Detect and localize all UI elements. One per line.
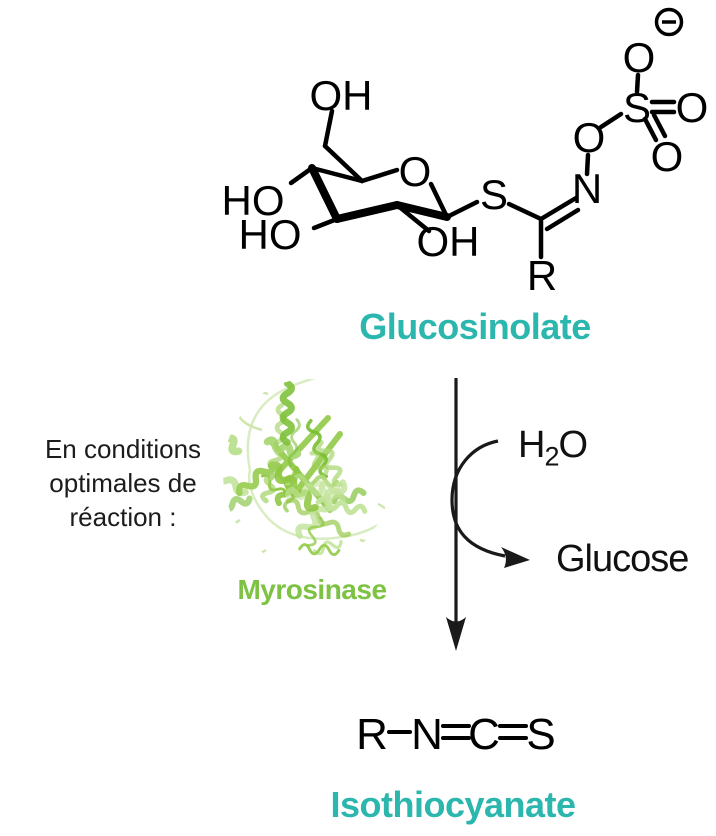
protein-ribbon-path <box>313 539 343 556</box>
atom-o-sulfate-top: O <box>623 34 656 81</box>
bond-line-bold <box>333 201 401 223</box>
myrosinase-label: Myrosinase <box>237 574 387 605</box>
protein-ribbon-path <box>223 495 253 513</box>
protein-ribbon-path <box>315 496 368 516</box>
bond-line <box>584 152 591 177</box>
bond-line <box>642 116 659 143</box>
protein-ribbon-path <box>287 418 301 468</box>
glucosinolate-structure <box>288 72 677 260</box>
atom-r-group: R <box>527 252 557 299</box>
bond-line <box>309 165 365 184</box>
protein-ribbon-path <box>267 461 319 512</box>
myrosinase-protein-image <box>223 379 391 558</box>
atom-labels: OH HO HO O OH S R N O S O O O <box>222 34 709 299</box>
formula-atom-c: C <box>468 710 500 759</box>
atom-n-imine: N <box>572 165 602 212</box>
atom-oh-c6: OH <box>310 72 373 119</box>
bond-line <box>444 199 480 220</box>
bond-line <box>598 111 624 130</box>
bond-line <box>538 195 579 222</box>
negative-charge-icon <box>654 7 684 37</box>
atom-oh-c2: OH <box>417 218 480 265</box>
bond-line-bold <box>308 164 341 223</box>
water-h: H <box>518 424 545 466</box>
protein-ribbon-path <box>279 379 295 446</box>
water-curved-arrow <box>450 439 530 568</box>
water-subscript: 2 <box>544 441 559 472</box>
bond-line <box>544 207 581 232</box>
conditions-line: optimales de <box>49 468 197 498</box>
atom-ho-c3: HO <box>239 211 302 258</box>
bond-line-bold <box>393 201 451 221</box>
glucosinolate-label: Glucosinolate <box>359 306 591 347</box>
isothiocyanate-formula: R N C S <box>356 710 556 759</box>
glucose-label: Glucose <box>556 538 689 580</box>
atom-o-sulfate-right: O <box>676 84 709 131</box>
formula-atom-r: R <box>356 710 388 759</box>
atom-o-ester: O <box>573 114 606 161</box>
atom-ho-c4: HO <box>222 177 285 224</box>
bond-line <box>394 202 432 234</box>
water-label: H2O <box>518 424 588 473</box>
protein-ribbon-path <box>298 543 341 557</box>
protein-ribbon-path <box>223 409 243 456</box>
atom-o-sulfate-bottom: O <box>651 133 684 180</box>
conditions-text: En conditions optimales de réaction : <box>8 432 238 534</box>
formula-atom-n: N <box>411 710 443 759</box>
protein-ribbon-path <box>285 497 352 538</box>
protein-ribbon-path <box>284 479 342 501</box>
atom-s-sulfate: S <box>623 84 651 131</box>
isothiocyanate-label: Isothiocyanate <box>330 784 576 825</box>
reaction-arrow <box>446 378 466 651</box>
bond-line <box>651 112 668 139</box>
conditions-line: réaction : <box>69 502 177 532</box>
formula-atom-s: S <box>526 710 555 759</box>
protein-ribbon-path <box>309 450 329 478</box>
bond-line <box>288 165 315 186</box>
protein-ribbon-path <box>236 461 276 497</box>
protein-ribbon-path <box>273 403 287 453</box>
atom-ring-o: O <box>399 148 432 195</box>
bond-line <box>359 167 400 184</box>
bond-line <box>311 216 340 231</box>
bond-line <box>322 108 335 149</box>
bond-line <box>428 181 450 220</box>
bond-line <box>322 143 365 184</box>
conditions-line: En conditions <box>44 434 202 464</box>
protein-ribbon-path <box>306 516 325 547</box>
bond-line <box>506 201 544 222</box>
atom-s-thioglycoside: S <box>480 171 508 218</box>
water-o: O <box>558 424 588 466</box>
protein-ribbon-path <box>316 440 344 487</box>
bond-line <box>634 72 641 95</box>
